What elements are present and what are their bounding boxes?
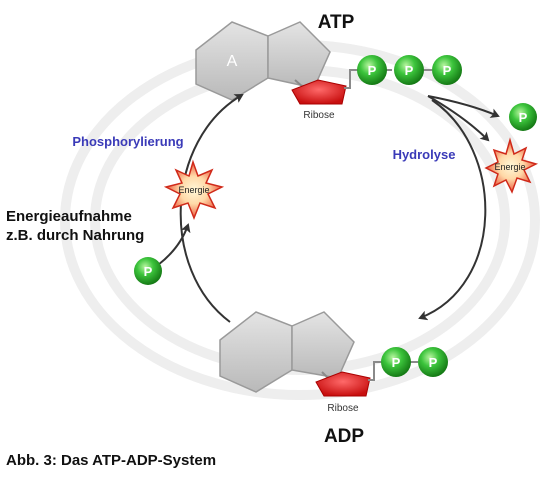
phosphorylation-energy-label: Energie	[178, 185, 209, 195]
atp-phosphate-1: P	[357, 55, 387, 85]
hydrolysis-cycle-arrow	[418, 99, 487, 321]
svg-text:P: P	[368, 63, 377, 78]
hydrolysis-label: Hydrolyse	[393, 147, 456, 162]
adp-ribose	[315, 371, 371, 397]
atp-adp-cycle-diagram: A Ribose P P P ATP P Energie Hydrolyse	[6, 12, 540, 447]
atp-base-pentagon	[267, 21, 331, 89]
svg-text:P: P	[519, 110, 528, 125]
adp-phosphate-2: P	[418, 347, 448, 377]
released-phosphate: P	[509, 103, 537, 131]
atp-ribose	[291, 79, 347, 105]
free-phosphate: P	[134, 257, 162, 285]
energy-source-line2: z.B. durch Nahrung	[6, 227, 144, 244]
svg-text:P: P	[392, 355, 401, 370]
phosphorylation-energy-star: Energie	[163, 159, 225, 221]
atp-base-letter: A	[227, 53, 238, 70]
svg-text:P: P	[443, 63, 452, 78]
phosphorylation-label: Phosphorylierung	[72, 134, 183, 149]
adp-ribose-label: Ribose	[327, 403, 359, 414]
atp-phosphate-3: P	[432, 55, 462, 85]
atp-title: ATP	[318, 12, 355, 33]
svg-text:P: P	[405, 63, 414, 78]
hydrolysis-energy-star: Energie	[484, 137, 539, 194]
phosphate-uptake-arrow	[157, 223, 191, 266]
adp-title: ADP	[324, 426, 364, 447]
atp-phosphate-2: P	[394, 55, 424, 85]
atp-ribose-label: Ribose	[303, 110, 335, 121]
hydrolysis-energy-label: Energie	[494, 162, 525, 172]
adp-molecule: Ribose P P ADP	[219, 311, 448, 447]
energy-source-line1: Energieaufnahme	[6, 208, 132, 225]
adp-base-hexagon	[219, 311, 293, 393]
adp-phosphate-1: P	[381, 347, 411, 377]
svg-text:P: P	[144, 264, 153, 279]
svg-text:P: P	[429, 355, 438, 370]
figure-caption: Abb. 3: Das ATP-ADP-System	[6, 452, 217, 469]
atp-molecule: A Ribose P P P ATP	[195, 12, 462, 121]
adp-base-pentagon	[291, 311, 355, 379]
hydrolysis-arrows	[418, 95, 500, 321]
